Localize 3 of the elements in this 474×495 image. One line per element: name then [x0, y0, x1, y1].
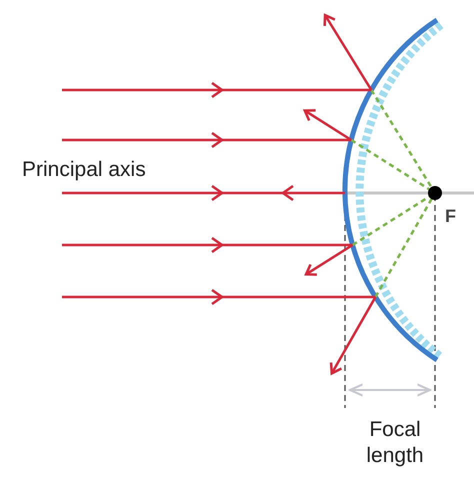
focal-point-label: F	[445, 205, 456, 228]
dimension-label: Focal length	[365, 417, 425, 470]
axis-label: Principal axis	[22, 157, 146, 183]
